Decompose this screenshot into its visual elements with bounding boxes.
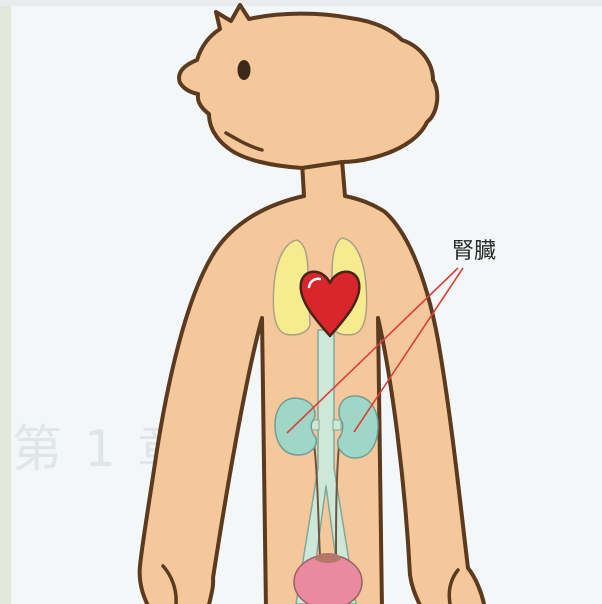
scan-left-edge: [0, 0, 11, 604]
scan-top-edge: [0, 0, 602, 6]
bladder-neck: [315, 553, 341, 563]
eye: [238, 60, 251, 80]
right-renal-vessel: [333, 420, 341, 430]
left-kidney: [275, 398, 316, 455]
kidney-label: 腎臓: [452, 239, 496, 264]
